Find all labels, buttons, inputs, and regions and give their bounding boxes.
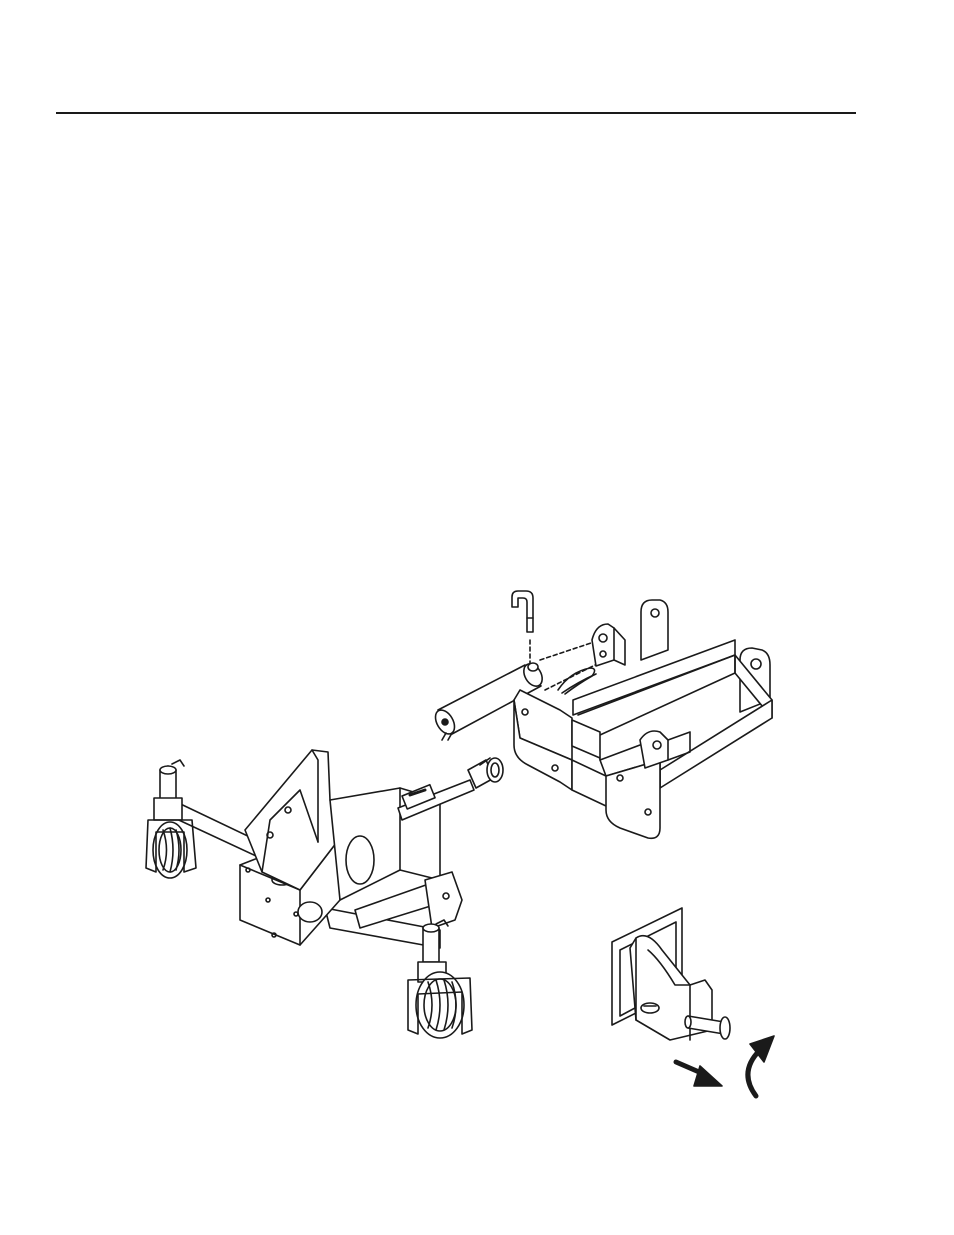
left-wheel-icon — [146, 820, 196, 878]
frame-box — [514, 600, 772, 838]
driveshaft-icon — [398, 758, 503, 820]
mower-carrier-icon — [146, 750, 503, 1038]
latch-pin-icon — [612, 908, 730, 1040]
push-arrow-icon — [676, 1062, 722, 1086]
rotate-arrow-icon — [748, 1036, 774, 1096]
hitch-frame-icon — [432, 591, 772, 838]
l-pin-icon — [512, 591, 533, 632]
